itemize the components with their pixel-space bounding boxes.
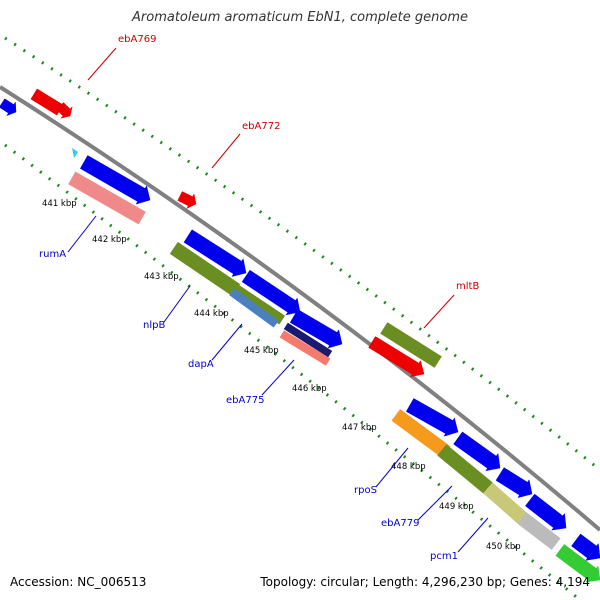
- gene-feature-19: [453, 431, 501, 472]
- gene-feature-15: [380, 322, 442, 368]
- page-title: Aromatoleum aromaticum EbN1, complete ge…: [132, 10, 468, 25]
- forward-gene-label: dapA: [188, 359, 214, 370]
- forward-label-leader: [457, 517, 489, 553]
- forward-label-leader: [261, 359, 295, 396]
- kbp-label: 442 kbp: [92, 235, 127, 245]
- forward-gene-label: nlpB: [143, 320, 165, 331]
- gene-feature-7: [183, 229, 247, 277]
- gene-feature-8: [169, 241, 241, 297]
- gene-feature-9: [241, 269, 301, 316]
- forward-label-leader: [67, 215, 97, 253]
- forward-gene-label: rpoS: [354, 485, 377, 496]
- gene-feature-13: [283, 322, 333, 358]
- gene-feature-18: [391, 409, 451, 458]
- reverse-gene-label: ebA772: [242, 121, 280, 132]
- gene-features: [0, 88, 600, 583]
- outer-tick-track: [4, 36, 600, 472]
- genome-backbone: [0, 85, 600, 532]
- kbp-scale-labels: 441 kbp 442 kbp 443 kbp 444 kbp 445 kbp 446 k…: [42, 199, 521, 552]
- gene-feature-23: [525, 493, 567, 531]
- gene-feature-25: [571, 533, 600, 561]
- forward-gene-label: ebA779: [381, 518, 419, 529]
- gene-feature-12: [289, 309, 343, 349]
- gene-feature-4: [79, 155, 151, 205]
- gene-feature-3: [56, 102, 73, 119]
- kbp-label: 447 kbp: [342, 423, 377, 433]
- kbp-label: 441 kbp: [42, 199, 77, 209]
- forward-label-leader: [375, 447, 409, 488]
- gene-feature-6: [177, 191, 197, 209]
- reverse-gene-label: mltB: [456, 281, 479, 292]
- forward-label-leader: [417, 485, 453, 521]
- inner-tick-track: [4, 143, 581, 600]
- gene-feature-17: [405, 398, 459, 437]
- kbp-label: 443 kbp: [144, 272, 179, 282]
- gene-feature-24: [517, 512, 561, 550]
- gene-feature-21: [495, 467, 533, 498]
- reverse-label-leader: [211, 133, 241, 169]
- gene-feature-5: [68, 171, 146, 225]
- gene-feature-11: [229, 288, 279, 328]
- reverse-label-leader: [87, 47, 117, 81]
- forward-gene-label: pcm1: [430, 551, 458, 562]
- accession-text: Accession: NC_006513: [10, 575, 147, 589]
- gene-feature-16: [368, 336, 425, 378]
- gene-labels: rumA nlpB dapA ebA775 rpoS ebA779 pcm1 ebA769 eb…: [39, 34, 489, 562]
- forward-label-leader: [211, 323, 243, 361]
- kbp-label: 446 kbp: [292, 384, 327, 394]
- reverse-label-leader: [423, 294, 455, 329]
- forward-label-leader: [163, 285, 191, 323]
- cyan-feature-marker: [72, 148, 78, 158]
- reverse-gene-label: ebA769: [118, 34, 156, 45]
- forward-gene-label: rumA: [39, 249, 66, 260]
- kbp-label: 449 kbp: [439, 502, 474, 512]
- kbp-label: 444 kbp: [194, 309, 229, 319]
- backbone-line: [0, 85, 600, 532]
- genome-summary-text: Topology: circular; Length: 4,296,230 bp…: [260, 575, 590, 589]
- kbp-label: 450 kbp: [486, 542, 521, 552]
- gene-feature-14: [279, 330, 331, 366]
- forward-gene-label: ebA775: [226, 395, 264, 406]
- kbp-label: 448 kbp: [391, 462, 426, 472]
- kbp-label: 445 kbp: [244, 346, 279, 356]
- gene-feature-26: [555, 544, 600, 583]
- gene-feature-1: [0, 98, 17, 117]
